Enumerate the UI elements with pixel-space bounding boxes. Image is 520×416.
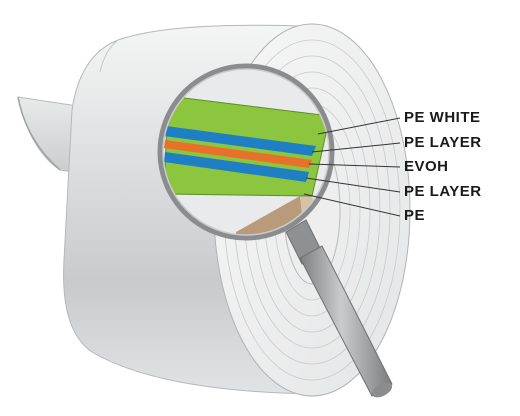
label-pe-white: PE WHITE	[404, 109, 481, 126]
callout-leader-lines	[303, 117, 401, 217]
leader-pe-white	[317, 117, 401, 135]
label-pe: PE	[404, 207, 426, 224]
magnifier-lens-rim	[157, 63, 335, 241]
magnified-cross-section	[160, 66, 332, 238]
label-evoh: EVOH	[404, 158, 449, 175]
magnifier-handle	[285, 219, 393, 398]
leader-pe-layer-lower	[305, 177, 401, 193]
leader-pe-layer-upper	[311, 142, 401, 153]
leader-pe	[303, 193, 401, 217]
leader-evoh	[308, 163, 401, 168]
label-pe-layer-lower: PE LAYER	[404, 183, 482, 200]
label-pe-layer-upper: PE LAYER	[404, 134, 482, 151]
magnifier-lens-highlight	[162, 68, 330, 236]
